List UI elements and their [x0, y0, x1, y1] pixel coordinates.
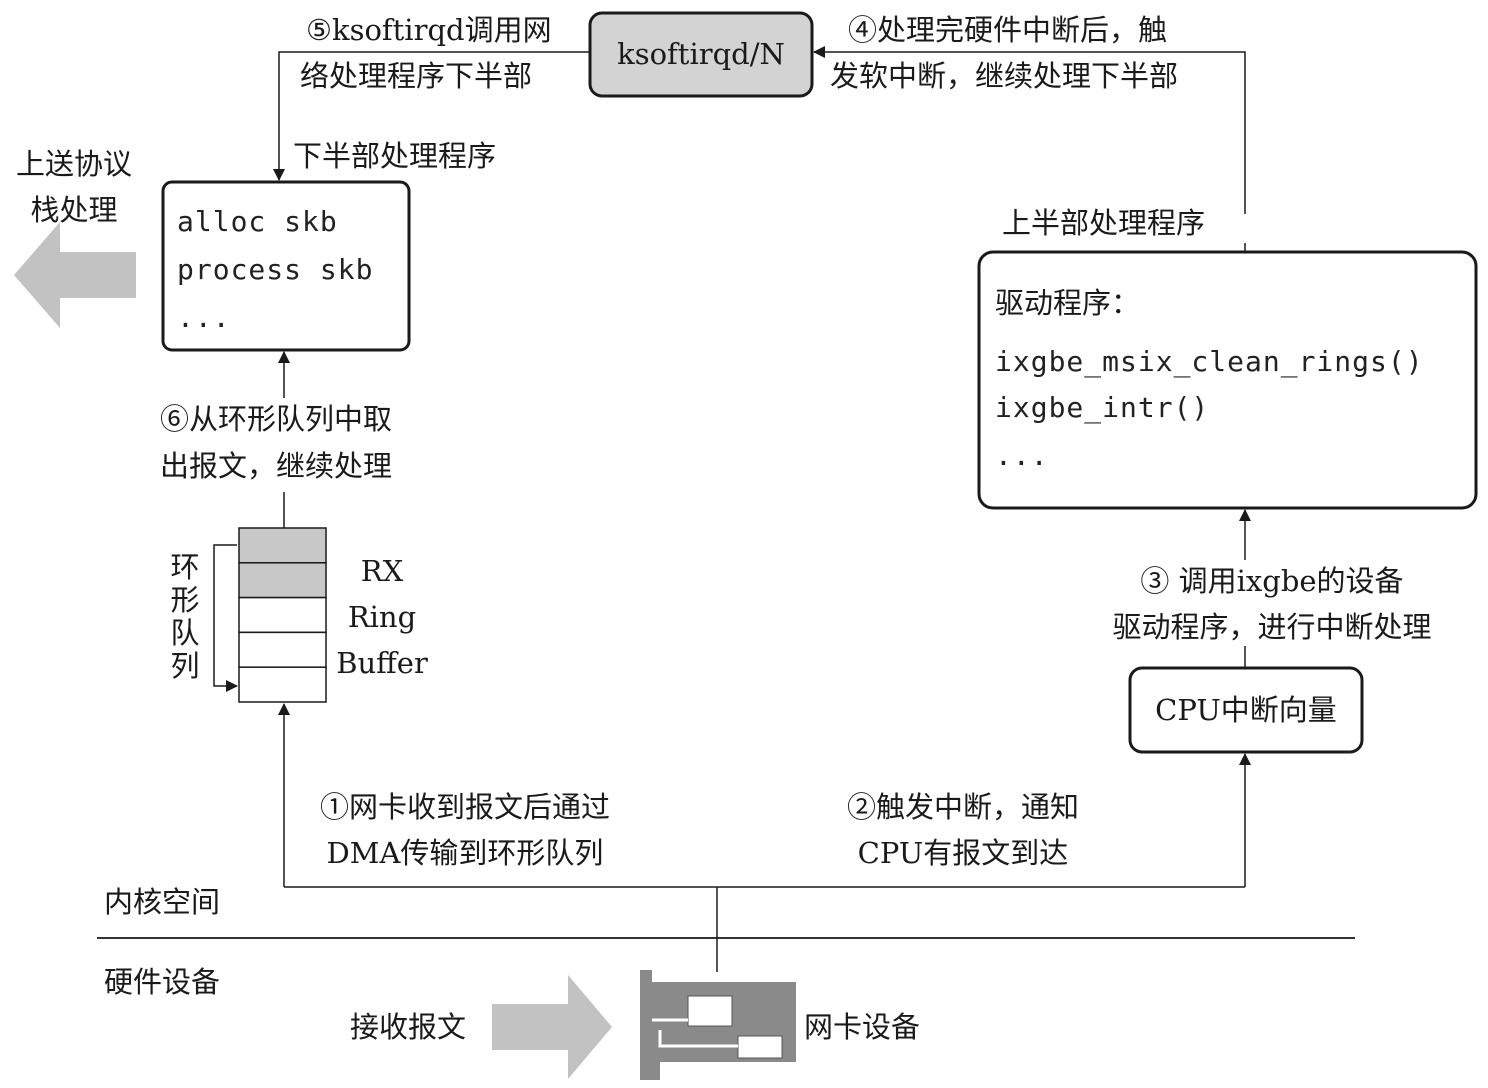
- ring-wrap-arrow: [213, 544, 238, 692]
- ring-buffer-label: RX: [360, 554, 404, 588]
- driver-line: ...: [995, 439, 1049, 472]
- zone-hardware-label: 硬件设备: [104, 965, 221, 999]
- ring-cell-empty: [238, 596, 327, 634]
- top-half-handler-label: 上半部处理程序: [1002, 206, 1206, 240]
- ksoftirqd-label: ksoftirqd/N: [617, 37, 785, 71]
- driver-title: 驱动程序：: [995, 286, 1141, 320]
- ring-cell-filled: [238, 527, 327, 564]
- bottom-half-handler-label: 下半部处理程序: [293, 139, 497, 173]
- bottom-half-box: [161, 180, 411, 352]
- driver-box: [977, 250, 1478, 510]
- step5-label: ⑤ksoftirqd调用网: [306, 13, 552, 47]
- ring-cell-empty: [238, 666, 327, 703]
- cpu-vector-box: [1128, 666, 1364, 754]
- upstream-arrow: [14, 222, 136, 328]
- nic-label: 网卡设备: [804, 1010, 921, 1044]
- upstream-label: 上送协议: [15, 147, 132, 181]
- step2-label: ②触发中断，通知: [846, 790, 1079, 824]
- cpu-vector-label: CPU中断向量: [1155, 693, 1337, 727]
- bottom-half-line: alloc skb: [177, 205, 338, 238]
- ring-buffer-label: Ring: [347, 600, 417, 634]
- step6-label: 出报文，继续处理: [160, 449, 393, 483]
- ring-side-label: 列: [170, 649, 200, 683]
- upstream-label: 栈处理: [30, 193, 118, 227]
- ring-buffer: [238, 527, 327, 703]
- bottom-half-line: ...: [177, 301, 231, 334]
- zone-kernel-label: 内核空间: [104, 885, 221, 919]
- step3-label: 驱动程序，进行中断处理: [1112, 610, 1432, 644]
- step1-label: DMA传输到环形队列: [326, 836, 604, 870]
- nic-card-icon: [640, 970, 796, 1080]
- step2-label: CPU有报文到达: [857, 836, 1069, 870]
- ring-side-label: 环: [170, 550, 200, 584]
- arrow-step5: [273, 51, 590, 181]
- receive-arrow: [492, 975, 612, 1079]
- receive-label: 接收报文: [350, 1010, 467, 1044]
- bottom-half-line: process skb: [177, 253, 374, 286]
- driver-line: ixgbe_msix_clean_rings(): [995, 345, 1424, 378]
- step3-label: ③ 调用ixgbe的设备: [1140, 564, 1404, 598]
- driver-line: ixgbe_intr(): [995, 391, 1210, 424]
- arrow-step4: [813, 46, 1246, 214]
- ksoftirqd-box: [588, 11, 814, 98]
- step1-label: ①网卡收到报文后通过: [319, 790, 610, 824]
- step4-label: 发软中断，继续处理下半部: [830, 59, 1179, 93]
- step5-label: 络处理程序下半部: [300, 59, 533, 93]
- ring-side-label: 形: [170, 583, 200, 617]
- ring-buffer-label: Buffer: [336, 646, 428, 680]
- ring-cell-filled: [238, 562, 327, 599]
- ring-side-label: 队: [170, 616, 200, 650]
- step6-label: ⑥从环形队列中取: [160, 402, 393, 436]
- ring-cell-empty: [238, 631, 327, 668]
- step4-label: ④处理完硬件中断后，触: [848, 13, 1168, 47]
